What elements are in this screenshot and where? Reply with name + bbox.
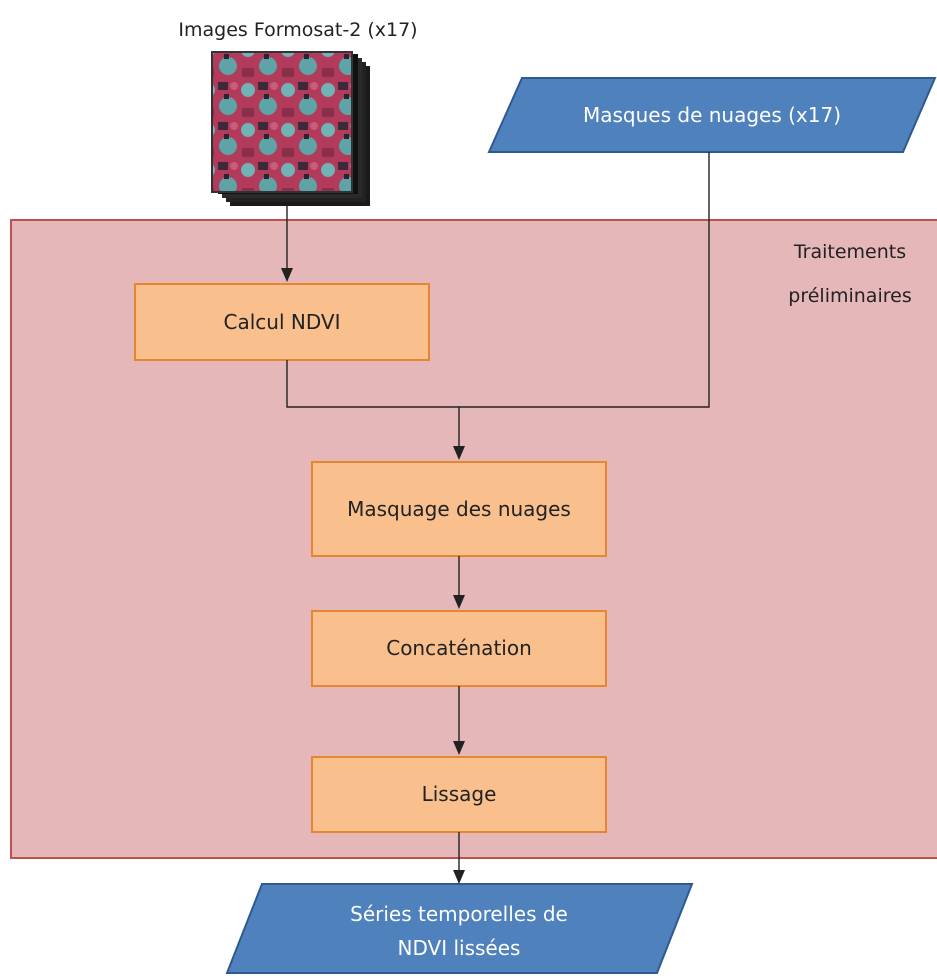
ndvi-step-label: Calcul NDVI [224, 310, 341, 334]
input-images-title: Images Formosat-2 (x17) [178, 19, 417, 41]
region-label-line1: Traitements [793, 241, 906, 263]
cloud-masking-label: Masquage des nuages [347, 497, 571, 521]
connector-ndvi-to-masking [286, 360, 460, 456]
cloud-masks-label: Masques de nuages (x17) [583, 103, 841, 127]
ndvi-step [134, 283, 430, 361]
cloud-masks-input [487, 77, 937, 153]
connector-images-to-ndvi [281, 206, 293, 282]
concatenation-step [311, 610, 607, 687]
output-label-line1: Séries temporelles de [350, 902, 568, 926]
region-label-line2: préliminaires [788, 285, 911, 307]
satellite-image-stack-icon [211, 51, 370, 206]
smoothing-label: Lissage [422, 782, 497, 806]
cloud-masking-step [311, 461, 607, 557]
connector-masks-to-masking [453, 152, 710, 460]
output-label-line2: NDVI lissées [398, 936, 521, 960]
concatenation-label: Concaténation [386, 636, 532, 660]
connector-concat-to-smoothing [453, 686, 465, 755]
connector-smoothing-to-output [453, 832, 465, 884]
connector-masking-to-concat [453, 556, 465, 609]
smoothing-step [311, 756, 607, 833]
smoothed-ndvi-output [225, 883, 694, 974]
